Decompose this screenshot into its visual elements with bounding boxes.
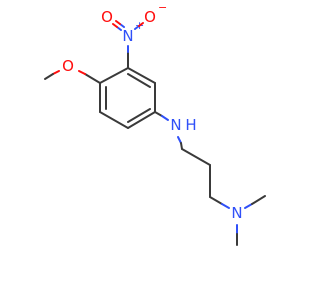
nitro-oxygen-left: O <box>101 8 113 26</box>
nitro-o-left-double-bond <box>115 20 121 25</box>
dimethyl-nitrogen: N <box>231 204 242 222</box>
methoxy-methyl-bond <box>44 73 54 80</box>
dimethylamino-group: N <box>231 195 266 246</box>
nitro-nitrogen: N <box>122 27 133 45</box>
methoxy-group: O <box>44 57 101 84</box>
molecule-structure: N + O O − O N H N <box>44 1 266 246</box>
dimethyl-methyl-bond <box>251 195 266 205</box>
nitro-group: N + O O − <box>101 1 167 69</box>
amine-chain-bond <box>177 136 182 144</box>
chain-bond <box>181 148 211 166</box>
ring-bond <box>99 67 129 84</box>
ring-amine-bond <box>154 111 163 117</box>
amine-linker: N H <box>154 111 197 150</box>
nitro-o-right-bond <box>138 22 144 27</box>
nitro-oxygen-right: O <box>144 8 156 26</box>
ring-methoxy-bond <box>84 73 101 84</box>
ring-double-bond <box>127 108 151 123</box>
nitro-negative-charge: − <box>158 1 167 14</box>
benzene-ring <box>99 67 156 129</box>
propyl-chain <box>181 148 230 209</box>
ring-amine-bond <box>161 115 169 121</box>
ring-double-bond <box>127 73 151 88</box>
ring-methoxy-bond <box>78 70 86 75</box>
ring-bond <box>127 111 156 129</box>
nitro-o-left-bond <box>112 23 118 28</box>
methoxy-oxygen: O <box>62 57 74 75</box>
ring-bond <box>99 111 129 129</box>
amine-chain-bond <box>180 142 183 150</box>
methoxy-methyl-bond <box>52 70 60 75</box>
amine-nitrogen: N <box>170 116 181 134</box>
chain-bond <box>209 196 223 205</box>
chain-bond <box>221 203 230 209</box>
amine-hydrogen: H <box>185 116 196 134</box>
dimethyl-methyl-bond <box>244 203 253 209</box>
ring-bond <box>127 67 156 84</box>
